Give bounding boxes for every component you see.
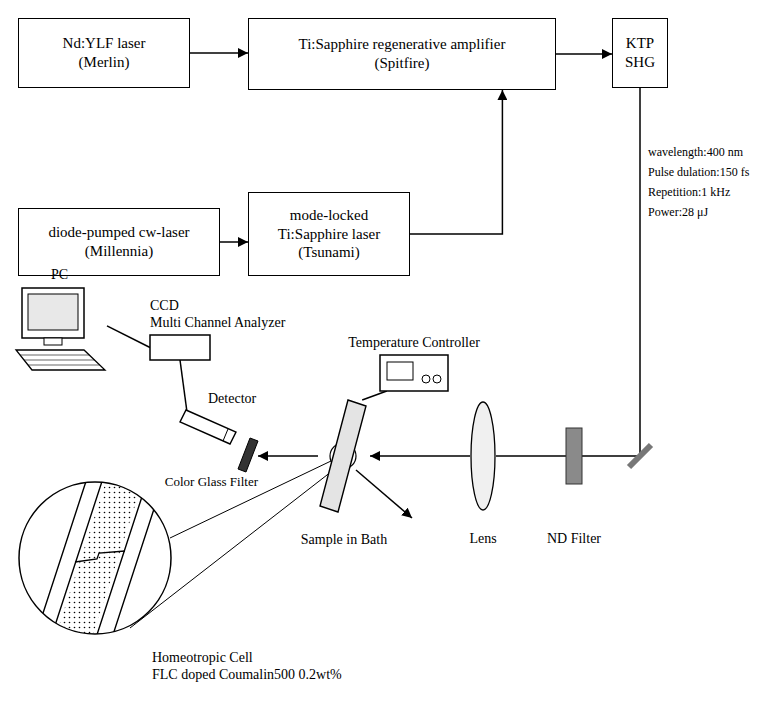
symbol-label: Homeotropic Cell [152, 650, 342, 667]
monitor-stand [44, 338, 62, 345]
box-label: mode-locked Ti:Sapphire laser (Tsunami) [267, 206, 392, 262]
nd-filter-plate [566, 428, 582, 484]
lens-symbol [470, 401, 496, 511]
caption-group: Sample in Bath [301, 532, 387, 549]
beam-parameter: wavelength:400 nm [648, 145, 743, 159]
keyboard [16, 350, 105, 370]
beam-line [362, 391, 387, 400]
magnifier-line [170, 461, 331, 538]
box-label: Nd:YLF laser (Merlin) [54, 34, 154, 72]
beam-parameter: Pulse dulation:150 fs [648, 165, 749, 179]
symbol-label: Lens [469, 531, 496, 548]
symbol-label: Detector [208, 391, 256, 408]
glass-plate [92, 466, 168, 650]
beam-line [496, 455, 566, 457]
caption-group: Detector [208, 391, 256, 408]
box-label: Ti:Sapphire regenerative amplifier (Spit… [277, 35, 527, 73]
beam-line [180, 360, 187, 410]
symbol-label: FLC doped Coumalin500 0.2wt% [152, 667, 342, 684]
glass-plate [31, 466, 107, 650]
controller-box [380, 355, 448, 391]
controller-display [387, 362, 413, 380]
process-box: diode-pumped cw-laser (Millennia) [18, 208, 220, 276]
process-box: Nd:YLF laser (Merlin) [18, 18, 190, 88]
keyboard-row [24, 360, 94, 361]
beam-line [370, 455, 470, 457]
beam-line [107, 326, 150, 348]
cell-symbol [17, 480, 173, 636]
beam-parameter: Power:28 μJ [648, 205, 708, 219]
caption-group: Color Glass Filter [165, 474, 258, 490]
symbol-label: Multi Channel Analyzer [150, 315, 285, 332]
detector-body [180, 410, 236, 444]
beam-line [410, 90, 502, 234]
box-label: diode-pumped cw-laser (Millennia) [37, 223, 202, 261]
magnified-circle [19, 482, 171, 634]
analyzer-box [150, 335, 210, 360]
det-symbol [180, 410, 236, 444]
tc-symbol [380, 355, 448, 391]
keyboard-row [28, 365, 100, 366]
sample-cell [320, 400, 366, 512]
process-box: KTP SHG [612, 18, 668, 88]
monitor-screen [28, 294, 78, 330]
caption-group: PC [51, 267, 68, 284]
filter-glass [238, 438, 258, 472]
symbol-label: ND Filter [547, 531, 601, 548]
filter-symbol [238, 438, 258, 472]
lens-shape [471, 402, 495, 510]
caption-group: Lens [469, 531, 496, 548]
beam-line [190, 52, 248, 54]
pc-symbol [12, 288, 107, 372]
beam-line [582, 88, 640, 456]
caption-group: CCDMulti Channel Analyzer [150, 298, 285, 332]
beam-line [258, 455, 318, 457]
caption-group: Temperature Controller [348, 335, 480, 352]
keyboard-row [20, 355, 89, 356]
apparatus-symbol: Lens [470, 401, 496, 511]
symbol-label: CCD [150, 298, 285, 315]
domain-wall [75, 551, 125, 562]
apparatus-symbol: ND Filter [566, 428, 582, 484]
process-box: mode-locked Ti:Sapphire laser (Tsunami) [248, 192, 410, 276]
apparatus-symbol: Sample in Bath [318, 400, 370, 512]
mirror [629, 445, 651, 467]
symbol-label: Temperature Controller [348, 335, 480, 352]
apparatus-symbol: Temperature Controller [380, 355, 448, 391]
apparatus-symbol: CCDMulti Channel Analyzer [150, 335, 210, 360]
transmitted-beam [356, 470, 412, 518]
symbol-label: PC [51, 267, 68, 284]
beam-line [220, 241, 248, 243]
process-box: Ti:Sapphire regenerative amplifier (Spit… [248, 18, 556, 90]
box-label: KTP SHG [622, 34, 658, 72]
apparatus-symbol: Homeotropic CellFLC doped Coumalin500 0.… [17, 480, 173, 636]
caption-group: Homeotropic CellFLC doped Coumalin500 0.… [152, 650, 342, 684]
detector-window [223, 429, 228, 441]
symbol-label: Sample in Bath [301, 532, 387, 549]
controller-knob [433, 375, 441, 383]
caption-group: ND Filter [547, 531, 601, 548]
apparatus-symbol: PC [12, 288, 107, 372]
apparatus-symbol: Color Glass Filter [238, 438, 258, 472]
controller-knob [422, 375, 430, 383]
apparatus-symbol: Detector [180, 410, 236, 444]
ccd-symbol [150, 335, 210, 360]
sample-symbol [318, 400, 370, 512]
nd-symbol [566, 428, 582, 484]
beam-parameter: Repetition:1 kHz [648, 185, 730, 199]
monitor-case [22, 288, 84, 338]
symbol-label: Color Glass Filter [165, 474, 258, 490]
beam-line [556, 53, 612, 55]
